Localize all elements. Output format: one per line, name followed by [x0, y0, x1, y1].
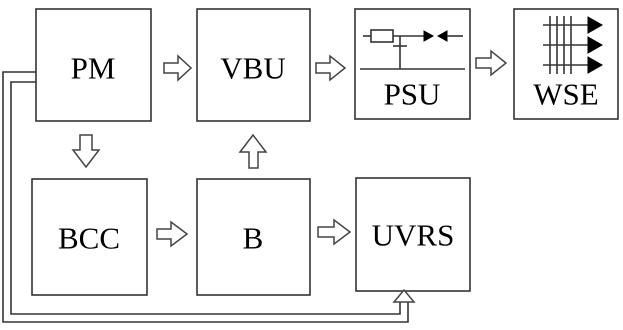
arrow-bcc-to-b: [156, 220, 189, 248]
block-bcc-label: BCC: [58, 221, 120, 256]
connector-pm-to-uvrs-arrowhead: [392, 288, 416, 303]
block-uvrs-label: UVRS: [372, 218, 455, 253]
arrow-b-to-uvrs: [317, 218, 352, 246]
block-b: B: [196, 178, 311, 296]
block-pm-label: PM: [71, 51, 116, 86]
block-bcc: BCC: [31, 178, 148, 296]
block-psu-label: PSU: [384, 77, 441, 112]
psu-schematic-icon: [360, 29, 465, 70]
block-wse: WSE: [513, 8, 619, 120]
arrow-vbu-to-psu: [315, 54, 347, 82]
arrow-pm-to-vbu: [163, 54, 193, 82]
block-psu: PSU: [354, 8, 471, 120]
arrow-pm-to-bcc: [71, 134, 101, 169]
arrow-psu-to-wse: [475, 49, 508, 77]
block-pm: PM: [35, 8, 152, 122]
block-uvrs: UVRS: [355, 177, 471, 292]
connector-pm-to-uvrs: [2, 71, 416, 323]
wse-grid-icon: [543, 16, 604, 74]
arrow-b-to-vbu: [238, 133, 268, 169]
block-b-label: B: [243, 221, 264, 256]
block-vbu: VBU: [196, 8, 311, 122]
block-wse-label: WSE: [533, 77, 598, 112]
block-vbu-label: VBU: [220, 51, 285, 86]
